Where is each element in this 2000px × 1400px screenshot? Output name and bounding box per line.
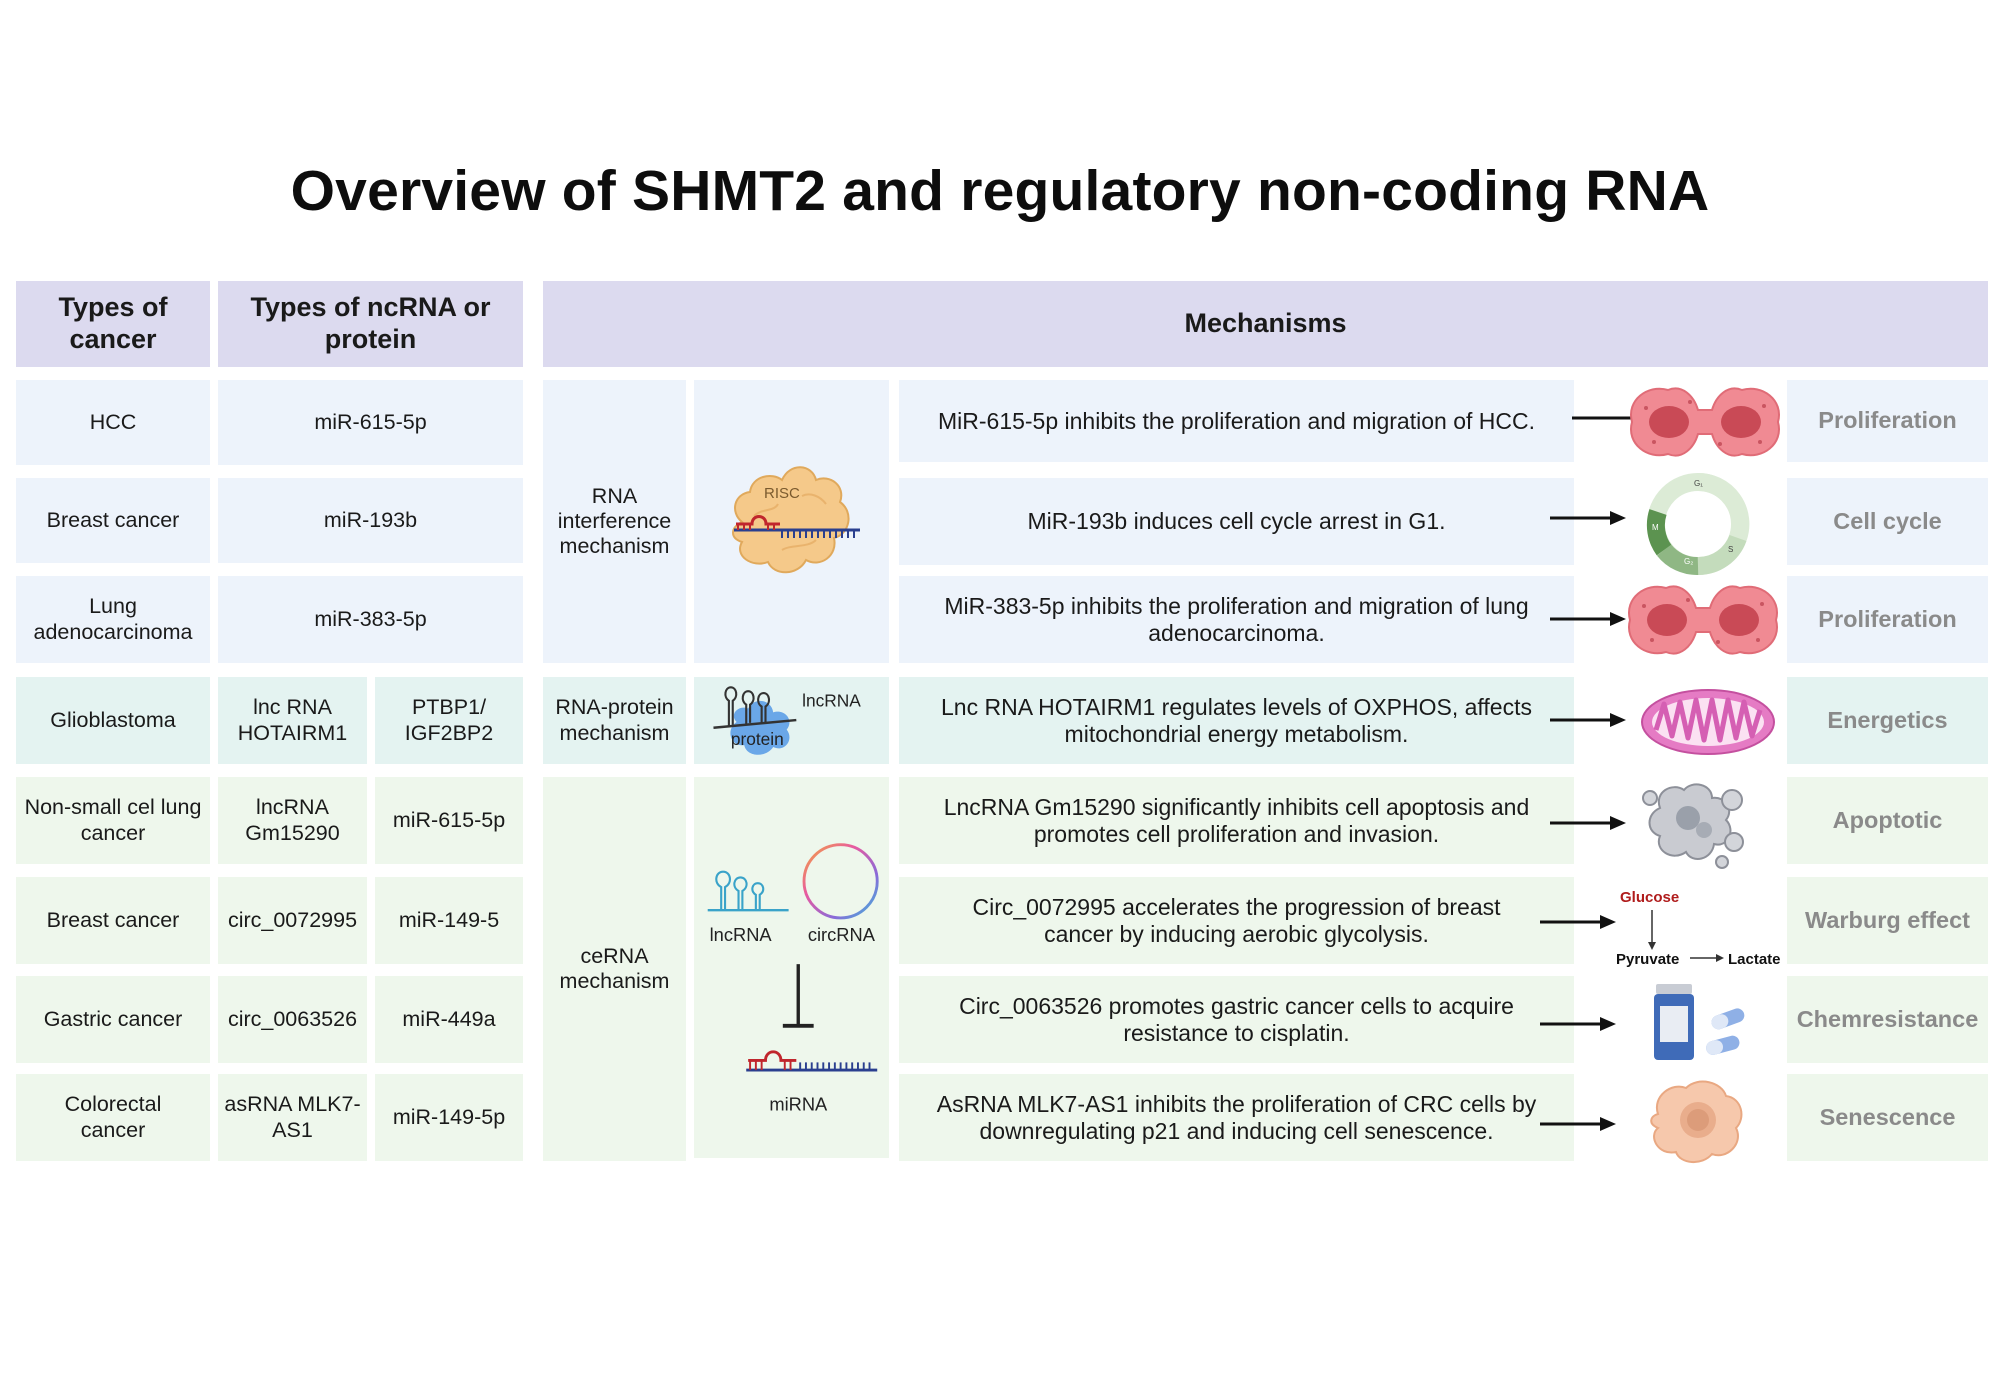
mechanism-description: Circ_0063526 promotes gastric cancer cel… [899, 976, 1574, 1063]
cancer-type-cell: Non-small cel lung cancer [16, 777, 210, 864]
mechanism-description: MiR-615-5p inhibits the proliferation an… [899, 380, 1574, 462]
pyruvate-label: Pyruvate [1616, 951, 1679, 968]
partner-cell: PTBP1/ IGF2BP2 [375, 677, 523, 764]
phase-g2-label: G₂ [1684, 557, 1693, 566]
risc-label: RISC [764, 485, 800, 502]
lncrna-label: lncRNA [802, 690, 861, 710]
rnai-illustration-panel: RISC [694, 380, 889, 663]
dividing-cell-icon [1628, 585, 1778, 655]
header-cancer-types: Types of cancer [16, 281, 210, 367]
phase-g1-label: G₁ [1694, 479, 1703, 488]
ncrna-cell: circ_0063526 [218, 976, 367, 1063]
mechanism-group-rna-protein: RNA-protein mechanism [543, 677, 686, 764]
cell-cycle-icon: G₁ S G₂ M [1646, 472, 1750, 576]
mitochondrion-icon [1641, 689, 1775, 755]
outcome-label: Cell cycle [1787, 478, 1988, 565]
glucose-label: Glucose [1620, 889, 1679, 906]
outcome-label: Energetics [1787, 677, 1988, 764]
arrow-icon [1550, 816, 1626, 830]
outcome-label: Senescence [1787, 1074, 1988, 1161]
cancer-type-cell: HCC [16, 380, 210, 465]
arrow-icon [1550, 612, 1626, 626]
risc-complex-icon: RISC [731, 465, 860, 573]
arrow-icon [1550, 511, 1626, 525]
rna-protein-illustration-panel: protein lncRNA [694, 677, 889, 764]
mechanism-description: MiR-383-5p inhibits the proliferation an… [899, 576, 1574, 663]
arrow-icon [1550, 713, 1626, 727]
partner-cell: miR-449a [375, 976, 523, 1063]
arrow-icon [1540, 1117, 1616, 1131]
cancer-type-cell: Breast cancer [16, 877, 210, 964]
drug-bottle-icon [1654, 984, 1745, 1060]
outcome-label: Proliferation [1787, 576, 1988, 663]
page-title: Overview of SHMT2 and regulatory non-cod… [290, 159, 1710, 223]
mechanism-description: MiR-193b induces cell cycle arrest in G1… [899, 478, 1574, 565]
cerna-network-icon: lncRNA circRNA miRNA [707, 842, 879, 1114]
cancer-type-cell: Gastric cancer [16, 976, 210, 1063]
mechanism-group-rnai: RNA interference mechanism [543, 380, 686, 663]
ncrna-cell: miR-615-5p [218, 380, 523, 465]
circrna-label: circRNA [808, 924, 876, 945]
lncrna-protein-icon: protein lncRNA [713, 685, 861, 755]
protein-label: protein [731, 729, 784, 749]
outcome-label: Warburg effect [1787, 877, 1988, 964]
cancer-type-cell: Colorectal cancer [16, 1074, 210, 1161]
ncrna-cell: lnc RNA HOTAIRM1 [218, 677, 367, 764]
mechanism-description: LncRNA Gm15290 significantly inhibits ce… [899, 777, 1574, 864]
ncrna-cell: miR-383-5p [218, 576, 523, 663]
outcome-label: Apoptotic [1787, 777, 1988, 864]
partner-cell: miR-149-5p [375, 1074, 523, 1161]
cerna-illustration-panel: lncRNA circRNA miRNA [694, 777, 889, 1158]
mechanism-description: Circ_0072995 accelerates the progression… [899, 877, 1574, 964]
mechanism-description: AsRNA MLK7-AS1 inhibits the proliferatio… [899, 1074, 1574, 1161]
header-mechanisms: Mechanisms [543, 281, 1988, 367]
outcome-label: Proliferation [1787, 380, 1988, 462]
cancer-type-cell: Lung adenocarcinoma [16, 576, 210, 663]
phase-s-label: S [1728, 545, 1733, 554]
header-ncrna-types: Types of ncRNA or protein [218, 281, 523, 367]
cerna-lncrna-label: lncRNA [710, 924, 773, 945]
mirna-label: miRNA [769, 1093, 828, 1114]
glycolysis-icon: Glucose Pyruvate Lactate [1606, 884, 1786, 970]
mechanism-description: Lnc RNA HOTAIRM1 regulates levels of OXP… [899, 677, 1574, 764]
outcome-label: Chemresistance [1787, 976, 1988, 1063]
partner-cell: miR-615-5p [375, 777, 523, 864]
cancer-type-cell: Breast cancer [16, 478, 210, 563]
ncrna-cell: miR-193b [218, 478, 523, 563]
arrow-icon [1540, 915, 1616, 929]
dividing-cell-icon [1630, 387, 1780, 457]
arrow-icon [1540, 1017, 1616, 1031]
ncrna-cell: asRNA MLK7-AS1 [218, 1074, 367, 1161]
senescent-cell-icon [1650, 1080, 1743, 1163]
ncrna-cell: circ_0072995 [218, 877, 367, 964]
cancer-type-cell: Glioblastoma [16, 677, 210, 764]
partner-cell: miR-149-5 [375, 877, 523, 964]
ncrna-cell: lncRNA Gm15290 [218, 777, 367, 864]
apoptotic-cell-icon [1642, 783, 1744, 869]
lactate-label: Lactate [1728, 951, 1781, 968]
phase-m-label: M [1652, 523, 1659, 532]
mechanism-group-cerna: ceRNA mechanism [543, 777, 686, 1161]
